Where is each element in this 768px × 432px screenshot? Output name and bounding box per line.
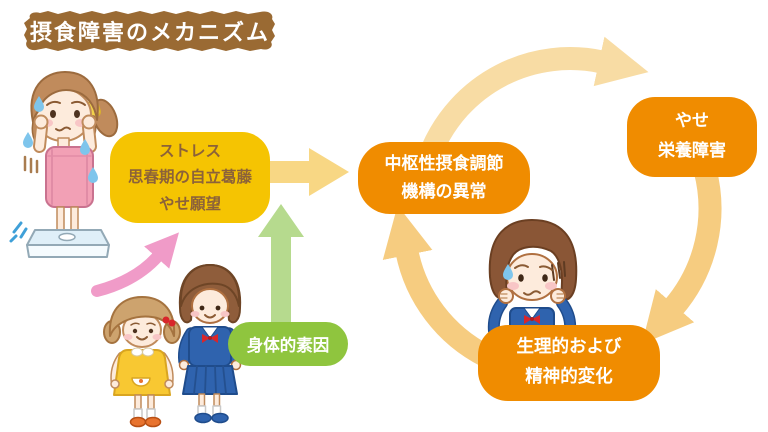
pleated-skirt: [182, 365, 238, 395]
blue-shoe: [211, 412, 229, 424]
sweat-drop-icon: [80, 139, 90, 156]
smile-mouth: [204, 314, 216, 319]
node-central-line-2: 機構の異常: [401, 182, 487, 202]
cycle-arc-bottom-left: [382, 205, 492, 367]
arrow-growth: [91, 232, 179, 297]
node-thinness: やせ 栄養障害: [627, 97, 757, 177]
page-title: 摂食障害のメカニズム: [29, 21, 270, 46]
sweat-drop-icon: [23, 132, 33, 148]
node-stress-line-3: やせ願望: [158, 194, 221, 213]
sweat-drop-icon: [88, 167, 98, 183]
distressed-girl-illustration: [487, 219, 578, 335]
gloom-lines: [551, 261, 566, 281]
title-banner: 摂食障害のメカニズム: [18, 8, 282, 54]
node-stress-line-2: 思春期の自立葛藤: [127, 168, 252, 187]
worried-mouth: [55, 126, 71, 132]
cycle-arc-top: [421, 36, 649, 155]
node-physio-change: 生理的および 精神的変化: [478, 325, 660, 401]
orange-shoe: [129, 416, 147, 428]
emphasis-marks: [9, 221, 28, 243]
sweat-drop-icon: [34, 96, 44, 112]
title-banner-shape: [24, 11, 275, 51]
node-physio-line-2: 精神的変化: [525, 367, 613, 387]
uniform-bow: [202, 334, 210, 343]
blue-shoe: [194, 412, 212, 424]
arrow-physical-to-stress: [258, 204, 304, 330]
node-stress-line-1: ストレス: [158, 141, 221, 160]
yellow-dress: [113, 349, 171, 396]
orange-shoe: [144, 416, 162, 428]
node-stress: ストレス 思春期の自立葛藤 やせ願望: [110, 132, 270, 223]
node-physical-factor: 身体的素因: [228, 322, 348, 366]
arrow-stress-to-central: [265, 148, 349, 196]
node-thinness-line-1: やせ: [675, 111, 709, 132]
node-physical-label: 身体的素因: [246, 336, 330, 355]
hair-clip: [162, 316, 170, 324]
uniform-bow: [524, 315, 532, 324]
trembling-marks: [23, 155, 39, 174]
node-physio-line-1: 生理的および: [516, 337, 622, 358]
schoolgirl-illustration: [178, 264, 242, 424]
young-girl-illustration: [103, 296, 181, 428]
node-thinness-line-2: 栄養障害: [658, 141, 726, 161]
uniform-bow: [532, 315, 540, 324]
node-central-regulation: 中枢性摂食調節 機構の異常: [358, 142, 530, 214]
node-central-line-1: 中枢性摂食調節: [384, 153, 504, 174]
hair-clip: [168, 319, 176, 327]
smile-mouth: [136, 336, 148, 341]
uniform-bow: [210, 334, 218, 343]
sweat-drop-icon: [503, 264, 513, 280]
worried-mouth: [523, 290, 541, 296]
cycle-arc-right: [641, 167, 722, 345]
girl-on-scale-illustration: [9, 71, 119, 258]
scale-dial: [58, 232, 76, 242]
